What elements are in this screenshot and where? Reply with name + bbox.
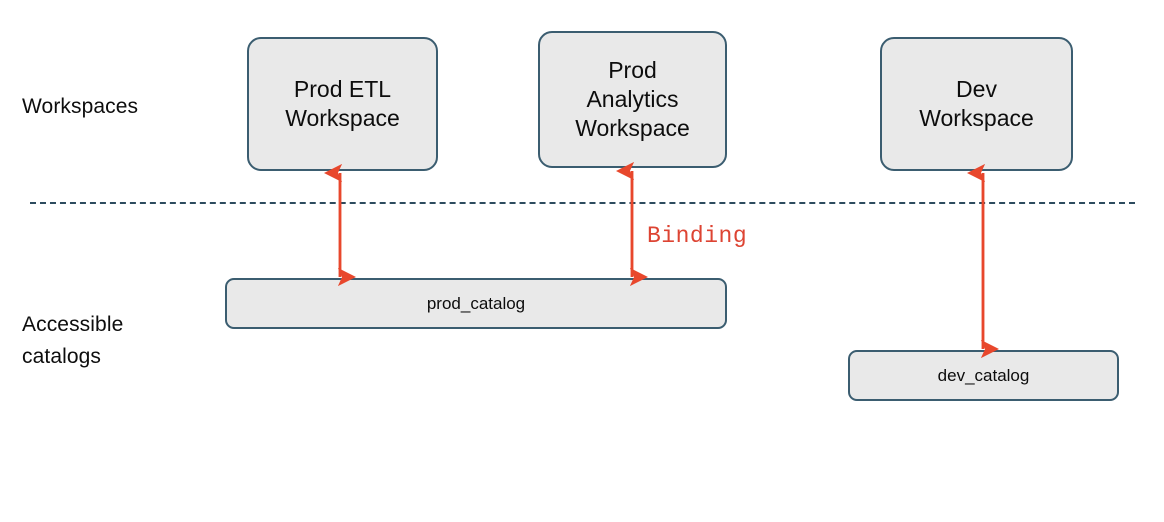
- row-label-workspaces: Workspaces: [22, 95, 139, 118]
- catalog-node-dev-catalog[interactable]: dev_catalog: [848, 350, 1119, 401]
- binding-annotation-label: Binding: [647, 223, 748, 249]
- workspace-node-dev-label: Dev Workspace: [919, 76, 1034, 131]
- workspace-node-prod-etl[interactable]: Prod ETL Workspace: [247, 37, 438, 171]
- workspace-node-prod-analytics-label: Prod Analytics Workspace: [575, 57, 690, 141]
- catalog-node-prod-catalog-label: prod_catalog: [426, 294, 526, 313]
- boundary-divider-line: [30, 202, 1135, 204]
- catalog-node-prod-catalog[interactable]: prod_catalog: [225, 278, 727, 329]
- workspace-node-prod-etl-label: Prod ETL Workspace: [285, 76, 400, 131]
- catalog-node-dev-catalog-label: dev_catalog: [937, 366, 1030, 385]
- workspace-node-prod-analytics[interactable]: Prod Analytics Workspace: [538, 31, 727, 168]
- workspace-node-dev[interactable]: Dev Workspace: [880, 37, 1073, 171]
- row-label-accessible-catalogs: Accessible catalogs: [22, 313, 124, 368]
